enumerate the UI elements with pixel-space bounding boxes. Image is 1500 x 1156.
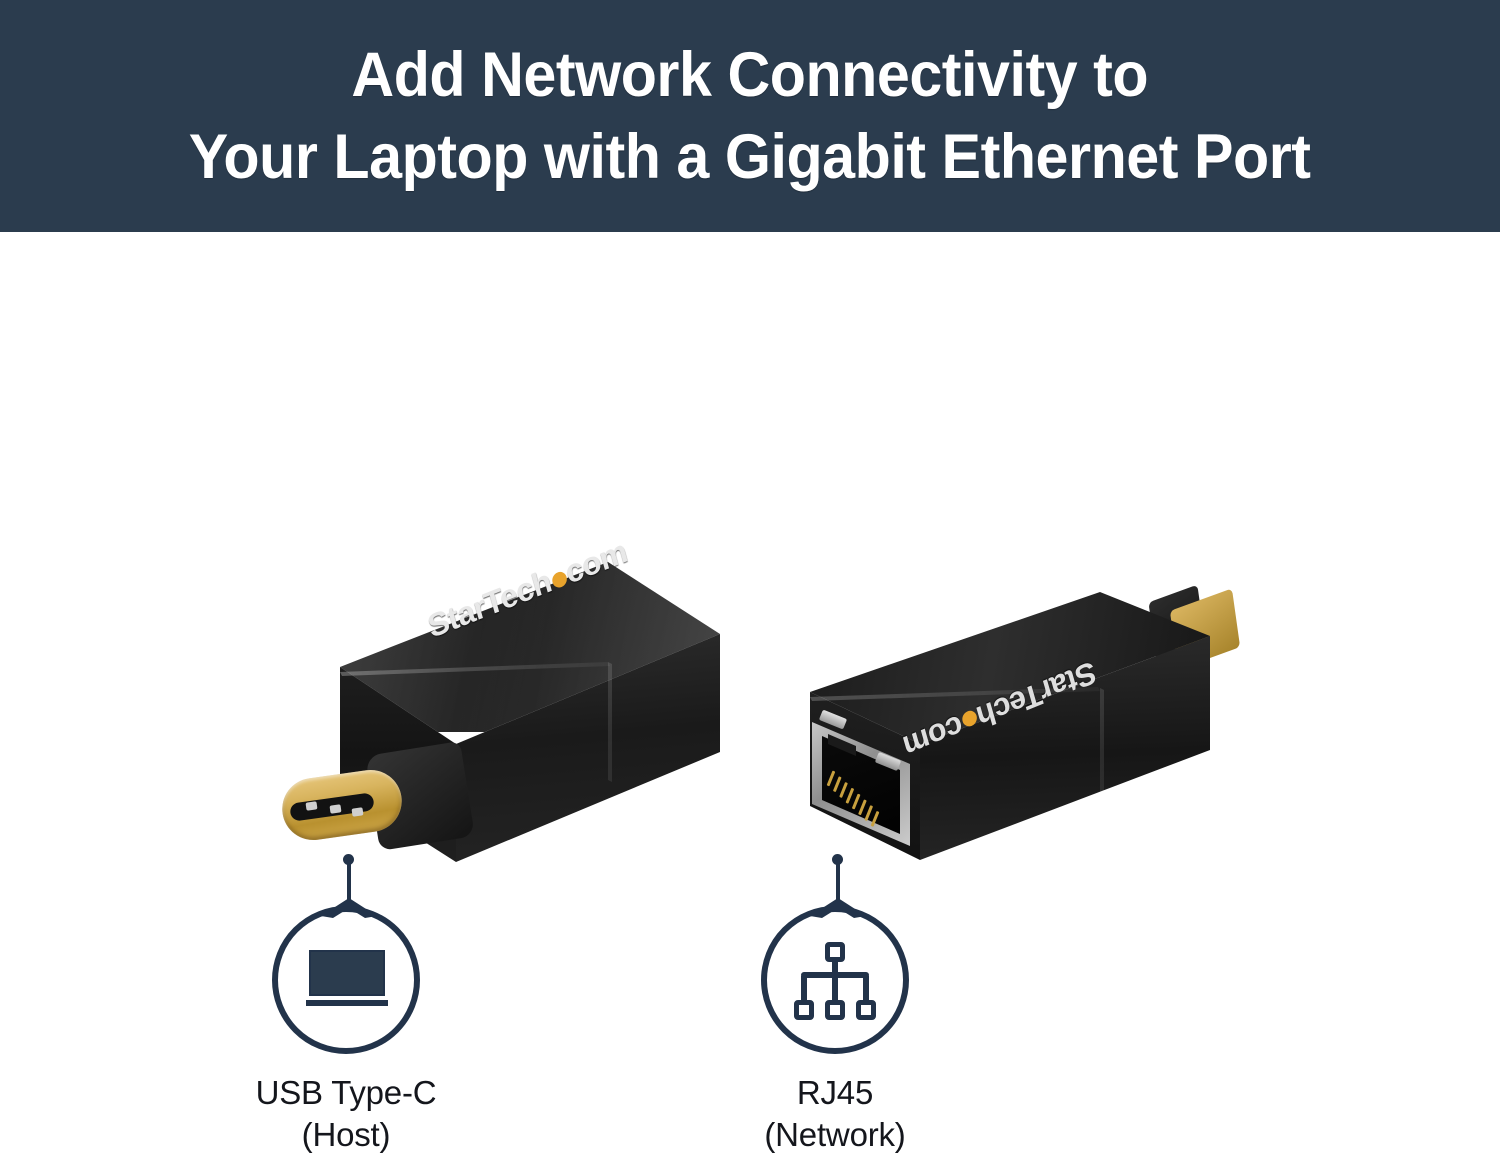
laptop-icon	[306, 950, 388, 1010]
network-node-leaf	[794, 1000, 814, 1020]
rj45-adapter: StarTechcom	[800, 584, 1260, 862]
leader-dot	[343, 854, 354, 865]
adapter-case-seam	[1100, 688, 1104, 798]
network-link	[832, 960, 838, 974]
network-link	[832, 976, 838, 1002]
callout-caption-line-1: USB Type-C	[255, 1074, 437, 1111]
callout-caption-line-2: (Host)	[301, 1116, 391, 1153]
network-link	[801, 976, 807, 1002]
leader-dot	[832, 854, 843, 865]
leader-line	[836, 862, 840, 904]
usb-c-contact-tab	[351, 807, 364, 817]
callout-circle	[272, 906, 420, 1054]
callout-caption: USB Type-C (Host)	[196, 1072, 496, 1156]
network-node-root	[825, 942, 845, 962]
adapter-case-seam	[608, 662, 612, 782]
header-banner: Add Network Connectivity to Your Laptop …	[0, 0, 1500, 232]
network-node-leaf	[856, 1000, 876, 1020]
network-link	[863, 976, 869, 1002]
product-photo: StarTechcom StarTechcom	[0, 232, 1500, 1154]
network-tree-icon	[794, 942, 876, 1020]
callout-circle	[761, 906, 909, 1054]
callout-caption-line-2: (Network)	[764, 1116, 906, 1153]
usb-c-adapter: StarTechcom	[278, 532, 750, 882]
laptop-base	[306, 1000, 388, 1006]
network-bus	[801, 972, 869, 978]
laptop-screen	[309, 950, 385, 996]
headline-line-2: Your Laptop with a Gigabit Ethernet Port	[189, 122, 1311, 192]
callout-caption-line-1: RJ45	[796, 1074, 874, 1111]
callout-caption: RJ45 (Network)	[685, 1072, 985, 1156]
headline-line-1: Add Network Connectivity to	[351, 40, 1149, 110]
network-node-leaf	[825, 1000, 845, 1020]
leader-line	[347, 862, 351, 904]
usb-c-contact-tab	[329, 804, 342, 814]
usb-c-contact-tab	[305, 801, 318, 811]
